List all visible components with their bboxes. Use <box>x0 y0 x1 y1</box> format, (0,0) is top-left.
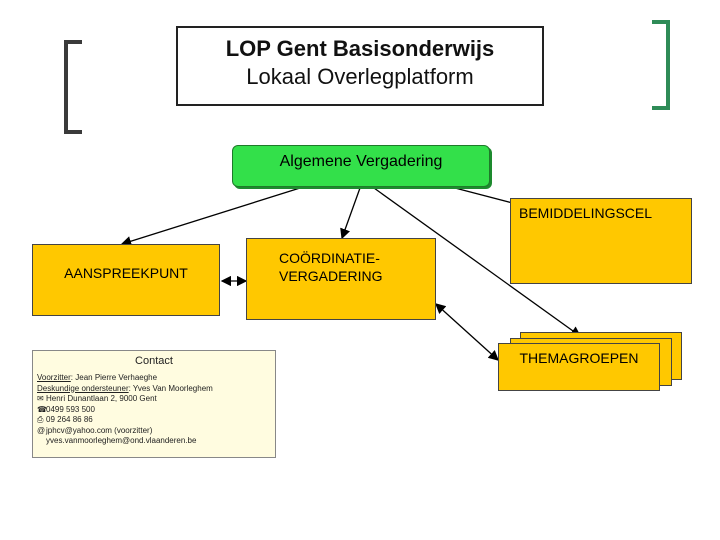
left-bracket-decoration <box>64 40 82 134</box>
contact-phone: ☎0499 593 500 <box>37 405 271 416</box>
arrow-algemene-to-themagroepen <box>373 187 582 337</box>
bemiddelingscel-label: BEMIDDELINGSCEL <box>519 205 653 221</box>
contact-address: ✉Henri Dunantlaan 2, 9000 Gent <box>37 394 271 405</box>
themagroepen-label: THEMAGROEPEN <box>519 350 639 366</box>
phone-value: 0499 593 500 <box>46 404 95 414</box>
contact-deskundige: Deskundige ondersteuner: Yves Van Moorle… <box>37 384 271 395</box>
coordinatievergadering-box: COÖRDINATIE- VERGADERING <box>246 238 436 320</box>
email-icon: @ <box>37 425 46 435</box>
coordinatie-label-line1: COÖRDINATIE- <box>279 250 380 266</box>
arrow-coordinatie-themagroepen <box>435 303 499 361</box>
aanspreekpunt-box: AANSPREEKPUNT <box>32 244 220 316</box>
arrow-algemene-to-coordinatie <box>340 187 361 240</box>
email2-value: yves.vanmoorleghem@ond.vlaanderen.be <box>46 436 197 445</box>
contact-email2: yves.vanmoorleghem@ond.vlaanderen.be <box>37 436 271 447</box>
address-icon: ✉ <box>37 394 44 403</box>
title-box: LOP Gent Basisonderwijs Lokaal Overlegpl… <box>176 26 544 106</box>
contact-fax: ⎙09 264 86 86 <box>37 415 271 426</box>
contact-voorzitter: Voorzitter: Jean Pierre Verhaeghe <box>37 373 271 384</box>
algemene-vergadering-box: Algemene Vergadering <box>232 145 490 187</box>
contact-title: Contact <box>135 355 173 367</box>
deskundige-label: Deskundige ondersteuner <box>37 383 129 393</box>
voorzitter-value: : Jean Pierre Verhaeghe <box>70 373 158 382</box>
bemiddelingscel-box: BEMIDDELINGSCEL <box>510 198 692 284</box>
title-main: LOP Gent Basisonderwijs <box>225 36 495 61</box>
contact-email1: @jphcv@yahoo.com (voorzitter) <box>37 426 271 437</box>
address-value: Henri Dunantlaan 2, 9000 Gent <box>46 394 157 403</box>
themagroepen-box: THEMAGROEPEN <box>498 343 660 391</box>
arrow-algemene-to-aanspreekpunt <box>120 187 301 247</box>
right-bracket-decoration <box>652 20 670 110</box>
coordinatie-label-line2: VERGADERING <box>279 268 383 284</box>
contact-note: Contact Voorzitter: Jean Pierre Verhaegh… <box>32 350 276 458</box>
title-subtitle: Lokaal Overlegplatform <box>246 64 474 89</box>
aanspreekpunt-label: AANSPREEKPUNT <box>64 265 188 281</box>
voorzitter-label: Voorzitter <box>37 373 71 382</box>
fax-icon: ⎙ <box>37 415 44 424</box>
phone-icon: ☎ <box>37 404 47 414</box>
email1-value: jphcv@yahoo.com (voorzitter) <box>46 425 153 435</box>
fax-value: 09 264 86 86 <box>46 415 93 424</box>
deskundige-value: : Yves Van Moorleghem <box>128 383 213 393</box>
